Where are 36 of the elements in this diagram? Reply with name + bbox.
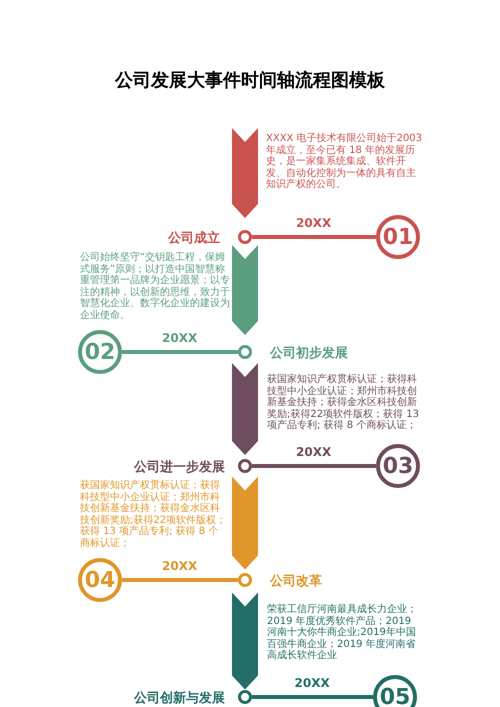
- chevron-band: [232, 476, 258, 570]
- connector-line: [252, 695, 373, 699]
- title: 公司发展大事件时间轴流程图模板: [114, 69, 386, 92]
- year-label: 20XX: [296, 216, 332, 230]
- stage-title: 公司进一步发展: [132, 459, 225, 476]
- stage-title: 公司初步发展: [270, 344, 349, 362]
- year-label: 20XX: [296, 445, 332, 459]
- description-text: 荣获工信厅河南最具成长力企业；2019 年度优秀软件产品；2019 河南十大你牛商企业;2019年中国百强牛商企业；2019 年度河南省高成长软件企业: [267, 604, 418, 662]
- stage-title: 公司创新与发展: [132, 690, 225, 707]
- chevron-band: [232, 245, 258, 335]
- number-circle: 05: [373, 675, 417, 707]
- connector-line: [122, 578, 238, 582]
- number-circle: 01: [376, 215, 420, 259]
- year-label: 20XX: [162, 331, 198, 345]
- ring-dot: [238, 230, 252, 244]
- number-circle: 04: [78, 558, 122, 602]
- stage-title: 公司成立: [166, 230, 220, 247]
- description-text: XXXX 电子技术有限公司始于2003 年成立，至今已有 18 年的发展历史，是一家集系统集成、软件开发、自动化控制为一体的具有自主知识产权的公司。: [266, 133, 424, 190]
- connector-line: [122, 350, 238, 354]
- stage-title: 公司改革: [270, 573, 323, 590]
- description-text: 公司始终坚守“交钥匙工程，保姆式服务”原则；以打造中国智慧称重管理第一品牌为企业愿景；以专注的精神，以创新的思维，致力于智慧化企业、数字化企业的建设为企业使命。: [80, 252, 230, 321]
- number-circle: 02: [78, 330, 122, 374]
- ring-dot: [238, 690, 252, 704]
- chevron-band: [232, 363, 258, 455]
- year-label: 20XX: [294, 676, 330, 690]
- ring-dot: [238, 573, 252, 587]
- ring-dot: [238, 345, 252, 359]
- description-text: 获国家知识产权贯标认证；获得科技型中小企业认证；郑州市科技创新基金扶持；获得金水区科技创新奖励;获得22项软件版权；获得 13 项产品专利; 获得 8 个商标认证；: [80, 480, 228, 549]
- connector-line: [252, 464, 376, 468]
- chevron-band: [232, 128, 258, 218]
- ring-dot: [238, 459, 252, 473]
- number-circle: 03: [376, 444, 420, 488]
- chevron-band: [232, 592, 258, 690]
- description-text: 获国家知识产权贯标认证；获得科技型中小企业认证；郑州市科技创新基金扶持；获得金水区科技创新奖励;获得22项软件版权；获得 13 项产品专利; 获得 8 个商标认证；: [267, 374, 420, 432]
- connector-line: [252, 235, 376, 239]
- year-label: 20XX: [162, 559, 198, 573]
